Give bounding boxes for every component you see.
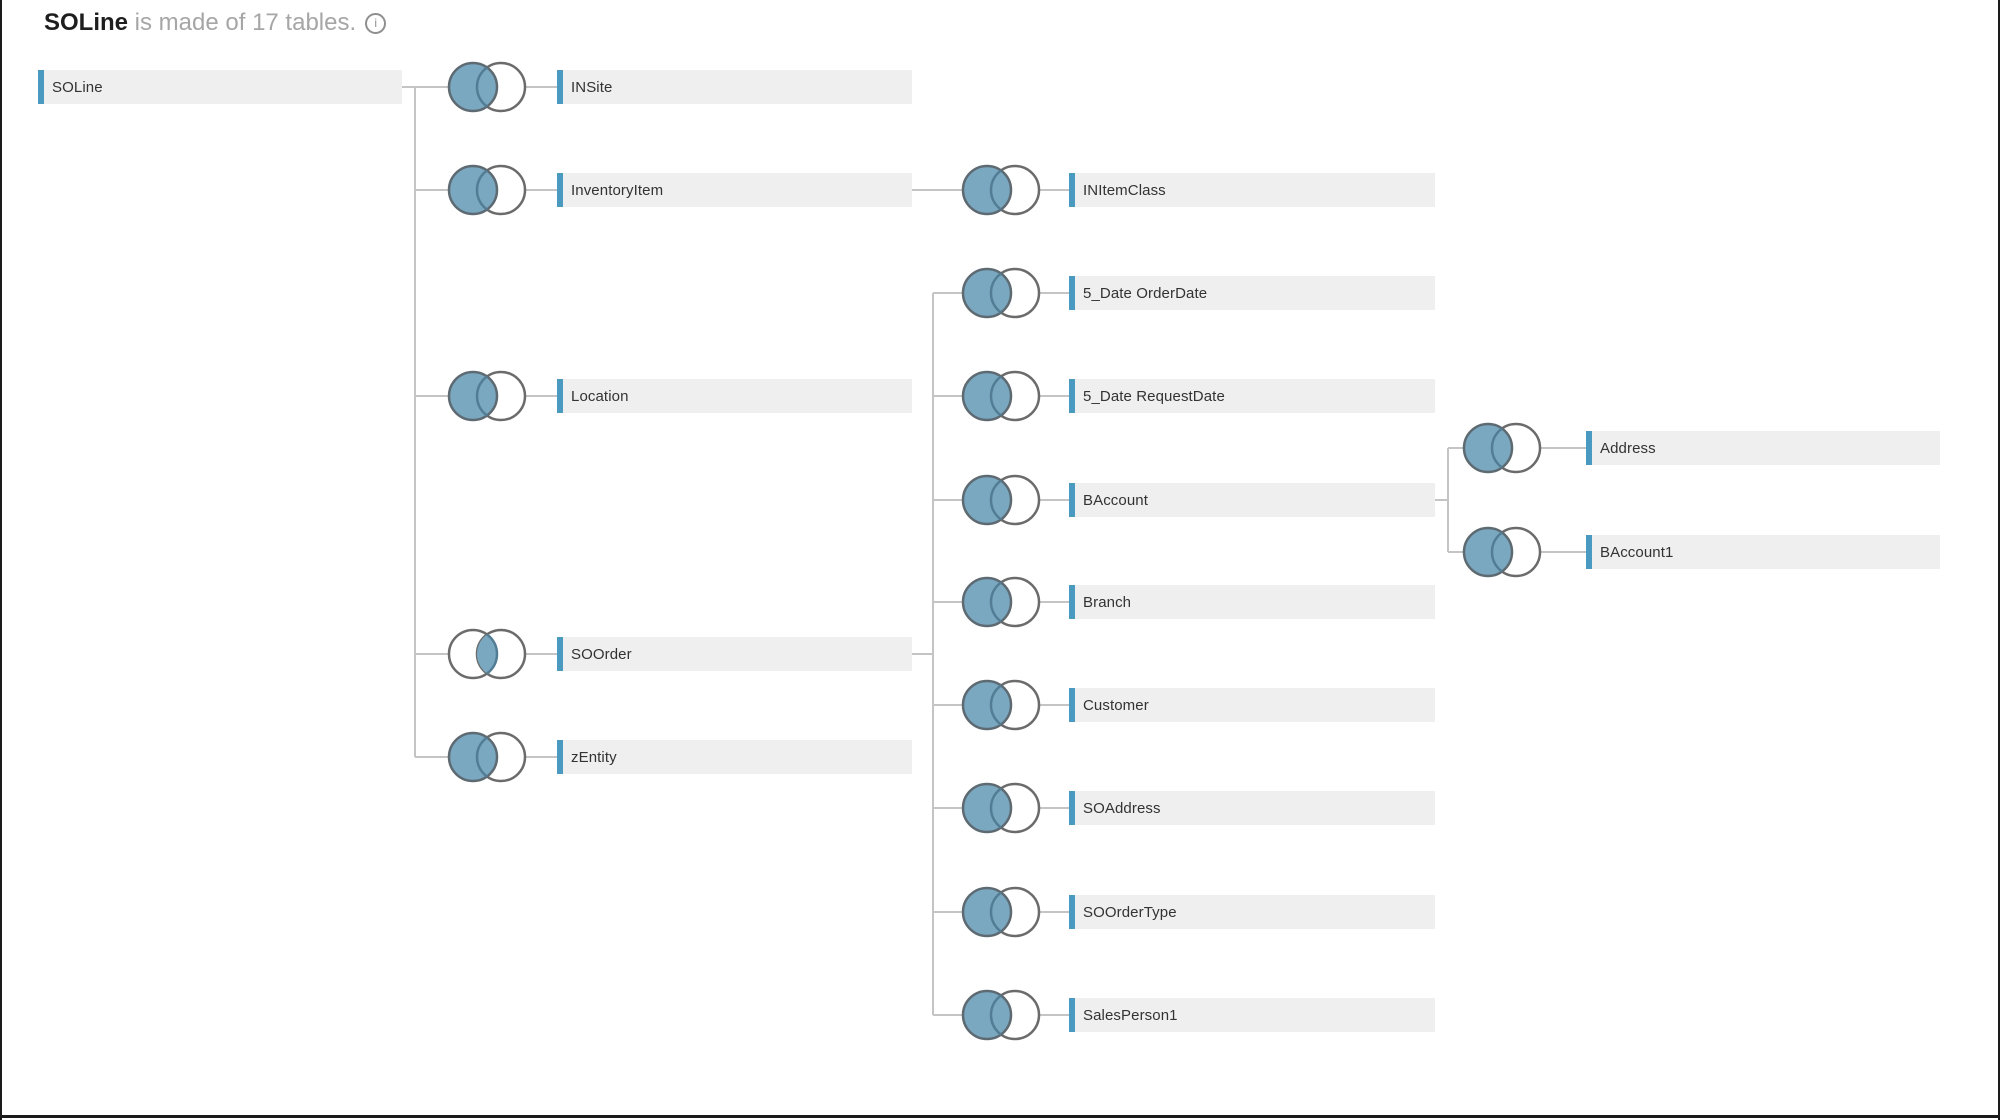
table-node[interactable]: zEntity: [557, 740, 912, 774]
window-left-border: [0, 0, 2, 1120]
table-accent-bar: [557, 637, 563, 671]
table-name-label: INItemClass: [1083, 181, 1166, 199]
left-join-icon[interactable]: [1462, 526, 1542, 578]
left-join-icon[interactable]: [961, 989, 1041, 1041]
table-accent-bar: [1586, 535, 1592, 569]
table-accent-bar: [557, 70, 563, 104]
table-node[interactable]: Branch: [1069, 585, 1435, 619]
window-bottom-border: [0, 1115, 2000, 1118]
table-accent-bar: [1069, 688, 1075, 722]
table-node[interactable]: SOLine: [38, 70, 402, 104]
table-accent-bar: [38, 70, 44, 104]
table-name-label: BAccount: [1083, 491, 1149, 509]
table-node[interactable]: BAccount: [1069, 483, 1435, 517]
left-join-icon[interactable]: [961, 886, 1041, 938]
table-accent-bar: [557, 379, 563, 413]
window-right-border: [1998, 0, 2000, 1120]
left-join-icon[interactable]: [961, 576, 1041, 628]
table-node[interactable]: BAccount1: [1586, 535, 1940, 569]
left-join-icon[interactable]: [961, 267, 1041, 319]
table-name-label: SOLine: [52, 78, 103, 96]
table-accent-bar: [1586, 431, 1592, 465]
table-node[interactable]: SOOrder: [557, 637, 912, 671]
page-title: SOLine is made of 17 tables. i: [44, 6, 387, 40]
left-join-icon[interactable]: [1462, 422, 1542, 474]
table-name-label: SOOrderType: [1083, 903, 1177, 921]
table-name-label: SalesPerson1: [1083, 1006, 1178, 1024]
table-accent-bar: [1069, 483, 1075, 517]
left-join-icon[interactable]: [961, 679, 1041, 731]
table-node[interactable]: 5_Date RequestDate: [1069, 379, 1435, 413]
table-name-label: Address: [1600, 439, 1656, 457]
left-join-icon[interactable]: [447, 370, 527, 422]
table-node[interactable]: INItemClass: [1069, 173, 1435, 207]
info-icon[interactable]: i: [365, 12, 387, 34]
table-name-label: SOOrder: [571, 645, 632, 663]
table-accent-bar: [1069, 379, 1075, 413]
table-node[interactable]: 5_Date OrderDate: [1069, 276, 1435, 310]
table-node[interactable]: InventoryItem: [557, 173, 912, 207]
table-accent-bar: [1069, 276, 1075, 310]
root-table-name: SOLine: [44, 9, 129, 36]
table-accent-bar: [1069, 173, 1075, 207]
table-node[interactable]: Customer: [1069, 688, 1435, 722]
table-accent-bar: [557, 173, 563, 207]
table-node[interactable]: Location: [557, 379, 912, 413]
table-name-label: zEntity: [571, 748, 617, 766]
inner-join-icon[interactable]: [447, 628, 527, 680]
table-name-label: INSite: [571, 78, 613, 96]
left-join-icon[interactable]: [961, 164, 1041, 216]
left-join-icon[interactable]: [447, 164, 527, 216]
table-name-label: Branch: [1083, 593, 1132, 611]
table-accent-bar: [1069, 585, 1075, 619]
table-node[interactable]: SOOrderType: [1069, 895, 1435, 929]
table-name-label: 5_Date OrderDate: [1083, 284, 1208, 302]
table-accent-bar: [1069, 791, 1075, 825]
left-join-icon[interactable]: [961, 782, 1041, 834]
left-join-icon[interactable]: [447, 731, 527, 783]
table-accent-bar: [1069, 895, 1075, 929]
left-join-icon[interactable]: [447, 61, 527, 113]
table-name-label: Customer: [1083, 696, 1149, 714]
table-node[interactable]: INSite: [557, 70, 912, 104]
title-description: is made of 17 tables.: [128, 9, 357, 36]
table-name-label: SOAddress: [1083, 799, 1161, 817]
table-accent-bar: [1069, 998, 1075, 1032]
table-name-label: InventoryItem: [571, 181, 664, 199]
table-node[interactable]: SOAddress: [1069, 791, 1435, 825]
table-accent-bar: [557, 740, 563, 774]
left-join-icon[interactable]: [961, 370, 1041, 422]
table-node[interactable]: Address: [1586, 431, 1940, 465]
table-node[interactable]: SalesPerson1: [1069, 998, 1435, 1032]
table-name-label: 5_Date RequestDate: [1083, 387, 1225, 405]
table-name-label: Location: [571, 387, 629, 405]
left-join-icon[interactable]: [961, 474, 1041, 526]
table-name-label: BAccount1: [1600, 543, 1674, 561]
